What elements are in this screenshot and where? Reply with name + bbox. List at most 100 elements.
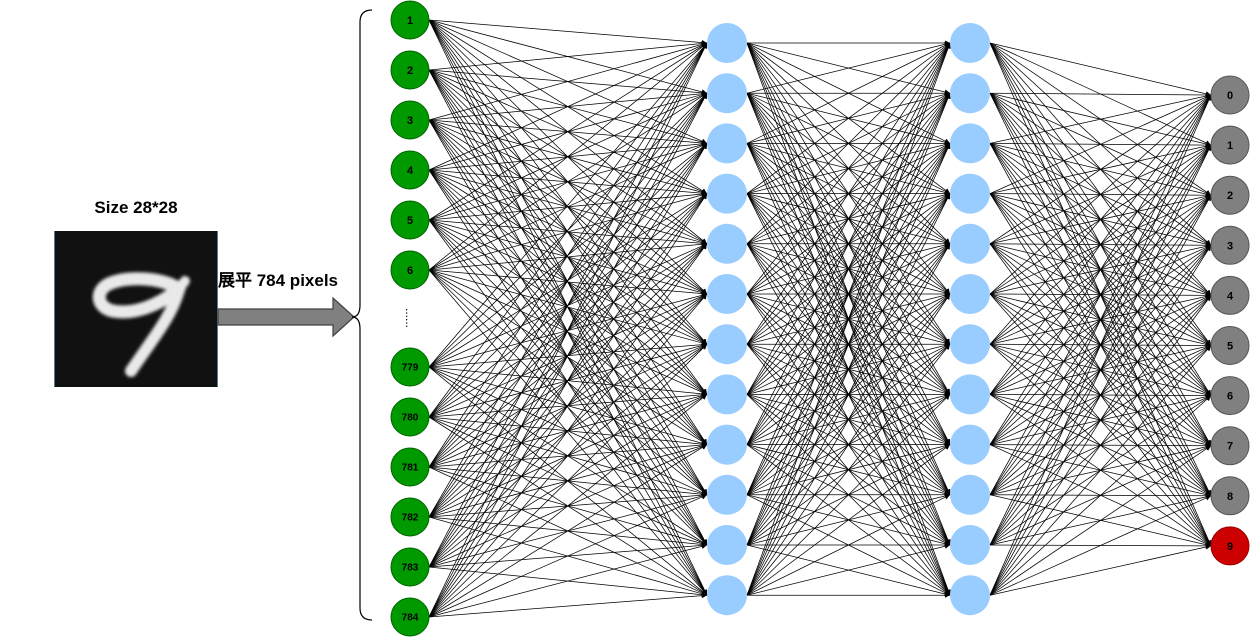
- hidden2-node: [950, 173, 990, 214]
- connection-line: [989, 94, 1212, 345]
- connection-line: [428, 241, 708, 271]
- connection-line: [989, 94, 1212, 245]
- digit-nine-picture: [92, 272, 190, 377]
- connection-line: [989, 92, 1212, 98]
- node-label: 8: [1227, 491, 1233, 503]
- hidden1-node-circle: [707, 474, 747, 515]
- node-label: 780: [402, 413, 419, 424]
- input-node-circle: [390, 150, 430, 190]
- node-label: 781: [402, 463, 419, 474]
- input-node: 784: [390, 597, 430, 637]
- connection-line: [428, 269, 708, 445]
- input-node-circle: [390, 0, 430, 40]
- connection-line: [989, 42, 1212, 97]
- connection-line: [428, 193, 708, 618]
- input-node-circle: [390, 200, 430, 240]
- input-node-circle: [390, 100, 430, 140]
- node-label: 2: [1227, 190, 1233, 202]
- hidden2-node: [950, 274, 990, 314]
- output-node-circle: [1210, 175, 1250, 215]
- connection-line: [989, 295, 1212, 596]
- connection-line: [989, 395, 1212, 596]
- image-size-title: Size 28*28: [94, 198, 178, 217]
- connection-line: [428, 42, 708, 618]
- input-ellipsis: ......: [403, 308, 417, 328]
- connection-line: [428, 269, 708, 546]
- connection-line: [428, 143, 708, 618]
- connection-line: [746, 93, 951, 596]
- node-label: 5: [1227, 340, 1233, 352]
- connection-line: [746, 42, 951, 144]
- hidden1-node: [707, 324, 747, 365]
- hidden1-node-circle: [707, 223, 747, 264]
- output-node-circle: [1210, 376, 1250, 416]
- connection-line: [746, 394, 951, 596]
- node-label: 0: [1227, 90, 1233, 102]
- connection-line: [428, 269, 708, 297]
- input-node-circle: [390, 447, 430, 487]
- output-node: 4: [1210, 275, 1250, 315]
- connection-line: [428, 192, 708, 271]
- connection-line: [428, 543, 708, 618]
- node-label: 784: [402, 613, 419, 624]
- connection-line: [428, 92, 708, 271]
- input-node-circle: [390, 397, 430, 437]
- hidden1-node: [707, 23, 747, 63]
- hidden2-node: [950, 73, 990, 114]
- input-node: 5: [390, 200, 430, 240]
- connection-line: [428, 42, 708, 468]
- node-label: 4: [1227, 290, 1234, 302]
- hidden2-node-circle: [950, 23, 990, 63]
- hidden2-node-circle: [950, 173, 990, 214]
- input-node: 4: [390, 150, 430, 190]
- hidden1-node: [707, 223, 747, 264]
- input-node-circle: [390, 547, 430, 587]
- input-node: 780: [390, 397, 430, 437]
- connection-line: [746, 42, 951, 546]
- output-node-circle: [1210, 426, 1250, 466]
- hidden2-node: [950, 23, 990, 63]
- node-label: 3: [1227, 240, 1233, 252]
- flatten-label: 展平 784 pixels: [218, 271, 339, 290]
- connection-line: [989, 94, 1212, 596]
- connection-line: [989, 445, 1212, 596]
- hidden2-node-circle: [950, 73, 990, 114]
- input-node: 783: [390, 547, 430, 587]
- connection-line: [428, 592, 708, 618]
- hidden2-node-circle: [950, 525, 990, 565]
- connection-line: [746, 42, 951, 495]
- connection-line: [428, 269, 708, 496]
- input-node: 1: [390, 0, 430, 40]
- output-node-circle: [1210, 275, 1250, 315]
- hidden2-node: [950, 525, 990, 565]
- hidden2-node-circle: [950, 575, 990, 616]
- hidden2-node: [950, 474, 990, 515]
- node-label: 783: [402, 563, 419, 574]
- hidden2-node-circle: [950, 274, 990, 314]
- connection-line: [746, 543, 951, 596]
- connection-line: [746, 42, 951, 395]
- input-node: 779: [390, 347, 430, 387]
- connection-line: [428, 42, 708, 418]
- hidden1-node: [707, 424, 747, 465]
- connection-line: [428, 394, 708, 618]
- node-label: 779: [402, 363, 419, 374]
- output-node-circle: [1210, 125, 1250, 165]
- hidden2-node: [950, 575, 990, 616]
- connection-line: [989, 94, 1212, 495]
- hidden1-node: [707, 173, 747, 214]
- connection-line: [428, 42, 708, 518]
- input-node-circle: [390, 50, 430, 90]
- output-node: 7: [1210, 426, 1250, 466]
- input-node: 3: [390, 100, 430, 140]
- hidden2-node: [950, 324, 990, 365]
- input-node: 781: [390, 447, 430, 487]
- connection-line: [989, 93, 1212, 144]
- hidden2-node-circle: [950, 374, 990, 415]
- connection-line: [989, 94, 1212, 546]
- node-label: 4: [407, 165, 414, 177]
- connection-line: [989, 195, 1212, 596]
- hidden1-node-circle: [707, 73, 747, 114]
- connection-line: [428, 42, 708, 368]
